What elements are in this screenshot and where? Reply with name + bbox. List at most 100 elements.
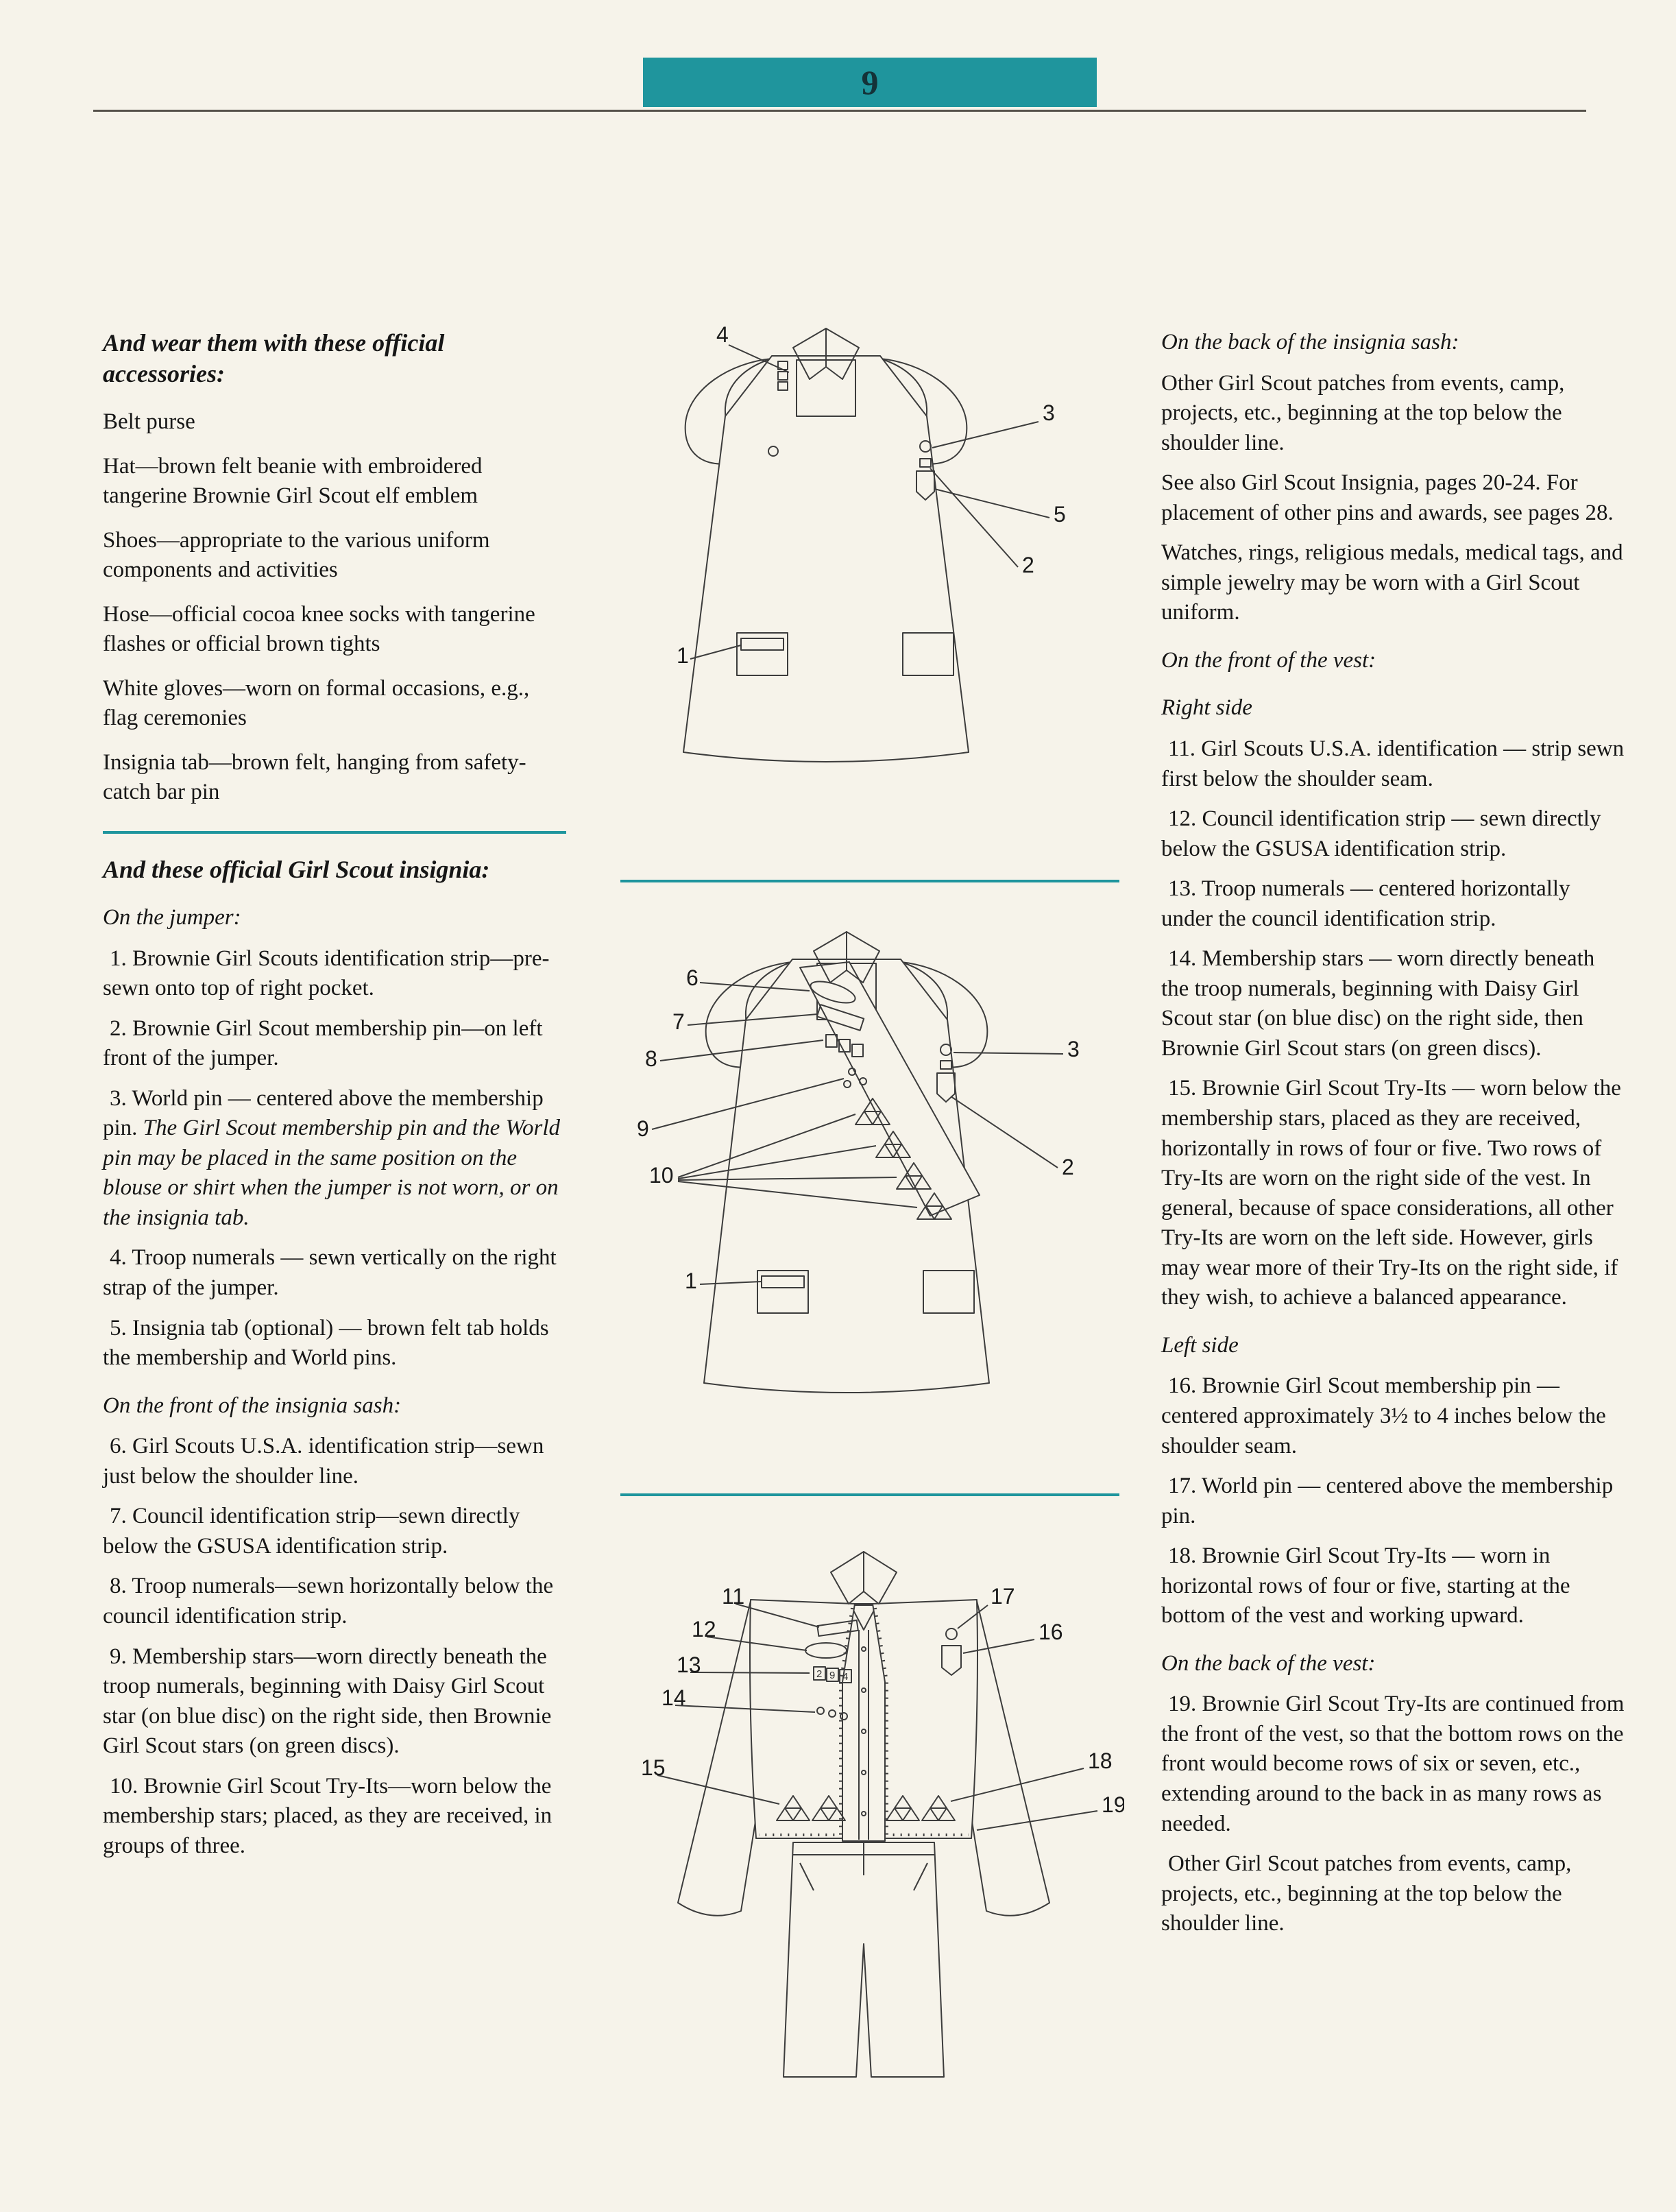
figure-divider-2 bbox=[620, 1493, 1119, 1496]
vest-back-paragraphs: 19. Brownie Girl Scout Try-Its are conti… bbox=[1161, 1690, 1625, 1938]
numbered-item: 11. Girl Scouts U.S.A. identification — … bbox=[1161, 736, 1625, 791]
vest-left-patches: 2 9 4 bbox=[805, 1620, 859, 1720]
accessory-item: Hose—official cocoa knee socks with tang… bbox=[103, 601, 535, 657]
numbered-item: 12. Council identification strip — sewn … bbox=[1161, 806, 1601, 861]
numbered-item: 3. World pin — centered above the member… bbox=[103, 1085, 561, 1230]
callout-13: 13 bbox=[677, 1652, 701, 1677]
numbered-item: 17. World pin — centered above the membe… bbox=[1161, 1474, 1614, 1528]
accessory-item: Hat—brown felt beanie with embroidered t… bbox=[103, 453, 483, 509]
figure-divider-1 bbox=[620, 880, 1119, 882]
try-it-patches bbox=[855, 1098, 952, 1220]
collar bbox=[830, 1551, 897, 1604]
numeral-3: 4 bbox=[842, 1671, 848, 1683]
left-pocket bbox=[736, 632, 788, 676]
jumper-sash-figure: 6 7 8 9 10 3 2 1 bbox=[620, 909, 1124, 1467]
troop-numerals: 2 9 4 bbox=[813, 1666, 852, 1683]
callout-12: 12 bbox=[692, 1617, 716, 1642]
callout-4: 4 bbox=[716, 322, 729, 347]
callout-5: 5 bbox=[1054, 502, 1066, 527]
vest-back-subheading: On the back of the vest: bbox=[1161, 1650, 1376, 1676]
callout-6: 6 bbox=[686, 965, 699, 990]
paragraph: 19. Brownie Girl Scout Try-Its are conti… bbox=[1161, 1692, 1625, 1836]
gsusa-strip bbox=[810, 981, 856, 1004]
callout-lines bbox=[651, 982, 1064, 1285]
numbered-item: 6. Girl Scouts U.S.A. identification str… bbox=[103, 1434, 544, 1489]
right-side-label: Right side bbox=[1161, 695, 1252, 721]
insignia-heading: And these official Girl Scout insignia: bbox=[103, 856, 490, 884]
try-it-patches bbox=[776, 1795, 956, 1821]
jumper-subheading: On the jumper: bbox=[103, 905, 241, 930]
vest-right-pins bbox=[941, 1628, 962, 1676]
jumper-body bbox=[703, 959, 990, 1393]
vest-left-items-list: 16. Brownie Girl Scout membership pin — … bbox=[1161, 1371, 1625, 1631]
shirt-sleeves bbox=[677, 1600, 1050, 1916]
vest-right-items-list: 11. Girl Scouts U.S.A. identification — … bbox=[1161, 734, 1625, 1313]
numbered-item: 9. Membership stars—worn directly beneat… bbox=[103, 1644, 552, 1759]
numeral-1: 2 bbox=[816, 1668, 822, 1680]
callout-17: 17 bbox=[991, 1584, 1015, 1609]
jumper-figure: 4 3 5 2 1 bbox=[620, 312, 1124, 823]
right-column: On the back of the insignia sash: Other … bbox=[1161, 328, 1625, 1949]
callout-2: 2 bbox=[1022, 553, 1034, 577]
sash-items-list: 6. Girl Scouts U.S.A. identification str… bbox=[103, 1432, 566, 1861]
left-column: And wear them with these official access… bbox=[103, 328, 566, 1871]
section-divider bbox=[103, 831, 566, 834]
callout-7: 7 bbox=[672, 1009, 685, 1034]
paragraph: Watches, rings, religious medals, medica… bbox=[1161, 540, 1623, 625]
world-pin bbox=[945, 1628, 958, 1640]
council-strip bbox=[816, 1004, 865, 1031]
insignia-tab-pins bbox=[936, 1044, 956, 1103]
callout-numbers: 11 12 13 14 15 17 16 18 19 bbox=[641, 1584, 1124, 1817]
numbered-item: 15. Brownie Girl Scout Try-Its — worn be… bbox=[1161, 1076, 1621, 1310]
numbered-item: 2. Brownie Girl Scout membership pin—on … bbox=[103, 1015, 543, 1071]
callout-14: 14 bbox=[661, 1685, 686, 1710]
membership-stars bbox=[843, 1068, 867, 1088]
sash-back-paragraphs: Other Girl Scout patches from events, ca… bbox=[1161, 369, 1625, 628]
accessory-item: Belt purse bbox=[103, 409, 195, 434]
callout-3: 3 bbox=[1067, 1037, 1080, 1061]
insignia-tab-pins bbox=[916, 440, 935, 501]
callout-11: 11 bbox=[722, 1584, 744, 1609]
sash-back-subheading: On the back of the insignia sash: bbox=[1161, 330, 1459, 354]
callout-3: 3 bbox=[1043, 400, 1055, 425]
paragraph: Other Girl Scout patches from events, ca… bbox=[1161, 1851, 1572, 1936]
accessory-item: White gloves—worn on formal occasions, e… bbox=[103, 675, 530, 731]
callout-10: 10 bbox=[649, 1163, 674, 1188]
top-rule bbox=[93, 110, 1586, 112]
numbered-item: 4. Troop numerals — sewn vertically on t… bbox=[103, 1245, 557, 1301]
callout-15: 15 bbox=[641, 1755, 666, 1780]
jumper-figure-svg: 4 3 5 2 1 bbox=[677, 322, 1066, 762]
jumper-sash-figure-svg: 6 7 8 9 10 3 2 1 bbox=[637, 931, 1080, 1393]
callout-lines bbox=[690, 344, 1050, 660]
shorts bbox=[783, 1842, 945, 2078]
callout-1: 1 bbox=[677, 643, 689, 668]
sash-front-subheading: On the front of the insignia sash: bbox=[103, 1393, 402, 1418]
numeral-2: 9 bbox=[829, 1670, 835, 1681]
gsusa-strip bbox=[816, 1620, 859, 1637]
callout-8: 8 bbox=[645, 1046, 657, 1071]
jumper-body bbox=[683, 355, 969, 762]
numbered-item: 16. Brownie Girl Scout membership pin — … bbox=[1161, 1373, 1606, 1458]
callout-9: 9 bbox=[637, 1116, 649, 1141]
membership-pin bbox=[768, 446, 779, 457]
paragraph: See also Girl Scout Insignia, pages 20-2… bbox=[1161, 470, 1614, 525]
numbered-item: 10. Brownie Girl Scout Try-Its—worn belo… bbox=[103, 1773, 552, 1858]
sash-patches bbox=[810, 981, 952, 1220]
jumper-items-list: 1. Brownie Girl Scouts identification st… bbox=[103, 944, 566, 1373]
numbered-item: 5. Insignia tab (optional) — brown felt … bbox=[103, 1315, 549, 1371]
collar bbox=[792, 328, 860, 380]
page-number: 9 bbox=[861, 63, 879, 101]
left-side-label: Left side bbox=[1161, 1332, 1239, 1358]
membership-pin-tab bbox=[941, 1645, 962, 1676]
callout-numbers: 6 7 8 9 10 3 2 1 bbox=[637, 965, 1080, 1293]
vest-outfit-figure-svg: 2 9 4 bbox=[641, 1551, 1124, 2078]
membership-stars bbox=[816, 1707, 848, 1720]
page-number-bar: 9 bbox=[643, 58, 1097, 107]
numbered-item: 1. Brownie Girl Scouts identification st… bbox=[103, 946, 550, 1001]
paragraph: Other Girl Scout patches from events, ca… bbox=[1161, 370, 1565, 455]
accessory-item: Shoes—appropriate to the various uniform… bbox=[103, 527, 490, 583]
right-pocket bbox=[923, 1270, 975, 1314]
accessories-heading: And wear them with these official access… bbox=[103, 329, 445, 387]
